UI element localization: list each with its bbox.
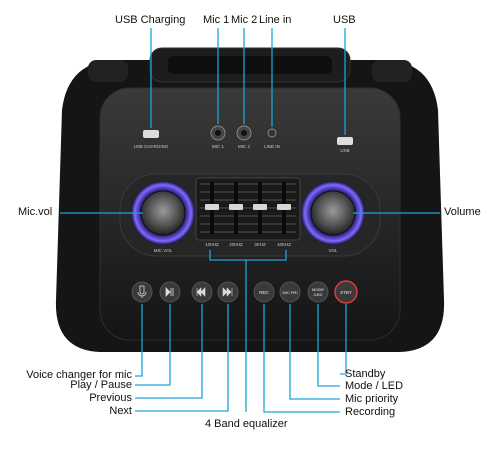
panel-eq-band-4: 10KHZ — [277, 242, 291, 247]
mode-button-label-line2: /LED — [314, 292, 323, 297]
usb-charging-port — [143, 130, 159, 138]
volume-knob[interactable] — [310, 190, 356, 236]
line-voice-changer — [135, 304, 143, 377]
voice-changer-button[interactable] — [131, 281, 153, 303]
line-standby — [340, 304, 347, 375]
panel-eq-band-1: 100HZ — [205, 242, 219, 247]
callout-mic-vol: Mic.vol — [18, 206, 53, 218]
mic-vol-knob[interactable] — [140, 190, 186, 236]
mode-button-label-line1: MODE — [312, 287, 324, 292]
next-button[interactable] — [217, 281, 239, 303]
callout-mic2: Mic 2 — [231, 14, 258, 26]
panel-usb-charging-label: USB CHARGING — [134, 144, 169, 149]
panel-eq-band-2: 200HZ — [229, 242, 243, 247]
callout-play-pause: Play / Pause — [70, 379, 132, 391]
eq-slider-100hz[interactable] — [205, 182, 219, 234]
line-previous — [135, 304, 203, 399]
callout-voice-changer: Voice changer for mic — [26, 369, 132, 381]
bumper-tl — [88, 60, 128, 82]
line-equalizer-bracket — [209, 250, 287, 261]
panel-usb-label: USB — [340, 148, 349, 153]
panel-vol-label: VOL — [328, 248, 338, 253]
rec-button-label: REC — [259, 290, 269, 295]
callout-mic-priority: Mic priority — [345, 393, 399, 405]
bumper-tr — [372, 60, 412, 82]
mic-pri-button[interactable]: MIC PRI — [279, 281, 301, 303]
panel-line-in-label: LINE IN — [264, 144, 280, 149]
play-pause-button[interactable] — [159, 281, 181, 303]
callout-mode-led: Mode / LED — [345, 380, 404, 392]
eq-slider-3khz[interactable] — [253, 182, 267, 234]
callout-equalizer: 4 Band equalizer — [205, 418, 288, 430]
line-play-pause — [135, 304, 171, 386]
callout-lines — [60, 28, 440, 413]
previous-icon — [196, 287, 206, 297]
callout-standby: Standby — [345, 368, 386, 380]
panel-eq-band-3: 3KHZ — [254, 242, 266, 247]
callout-recording: Recording — [345, 406, 396, 418]
callout-next: Next — [109, 405, 132, 417]
eq-slider-200hz[interactable] — [229, 182, 243, 234]
stby-button-label: STBY — [340, 290, 352, 295]
line-next — [135, 304, 229, 412]
rec-button[interactable]: REC — [253, 281, 275, 303]
panel-mic1-label: MIC 1 — [212, 144, 224, 149]
line-recording — [263, 304, 340, 413]
previous-button[interactable] — [191, 281, 213, 303]
callout-line-in: Line in — [259, 14, 292, 26]
callout-volume: Volume — [444, 206, 481, 218]
callout-mic1: Mic 1 — [203, 14, 230, 26]
callout-usb: USB — [333, 14, 356, 26]
line-in-jack — [267, 128, 277, 138]
eq-slider-10khz[interactable] — [277, 182, 291, 234]
play-pause-icon — [165, 287, 174, 297]
panel-mic-vol-label: MIC.VOL — [154, 248, 173, 253]
microphone-icon — [137, 285, 147, 298]
mic-pri-button-label: MIC PRI — [282, 290, 297, 295]
line-mic-priority — [289, 304, 340, 400]
callout-previous: Previous — [89, 392, 132, 404]
mode-led-button[interactable]: MODE /LED — [307, 281, 329, 303]
line-mode-led — [317, 304, 340, 387]
panel-mic2-label: MIC 2 — [238, 144, 250, 149]
equalizer-panel — [195, 177, 301, 241]
callout-usb-charging: USB Charging — [115, 14, 186, 26]
next-icon — [222, 287, 233, 297]
usb-port — [337, 137, 353, 145]
stby-button[interactable]: STBY — [334, 280, 358, 304]
